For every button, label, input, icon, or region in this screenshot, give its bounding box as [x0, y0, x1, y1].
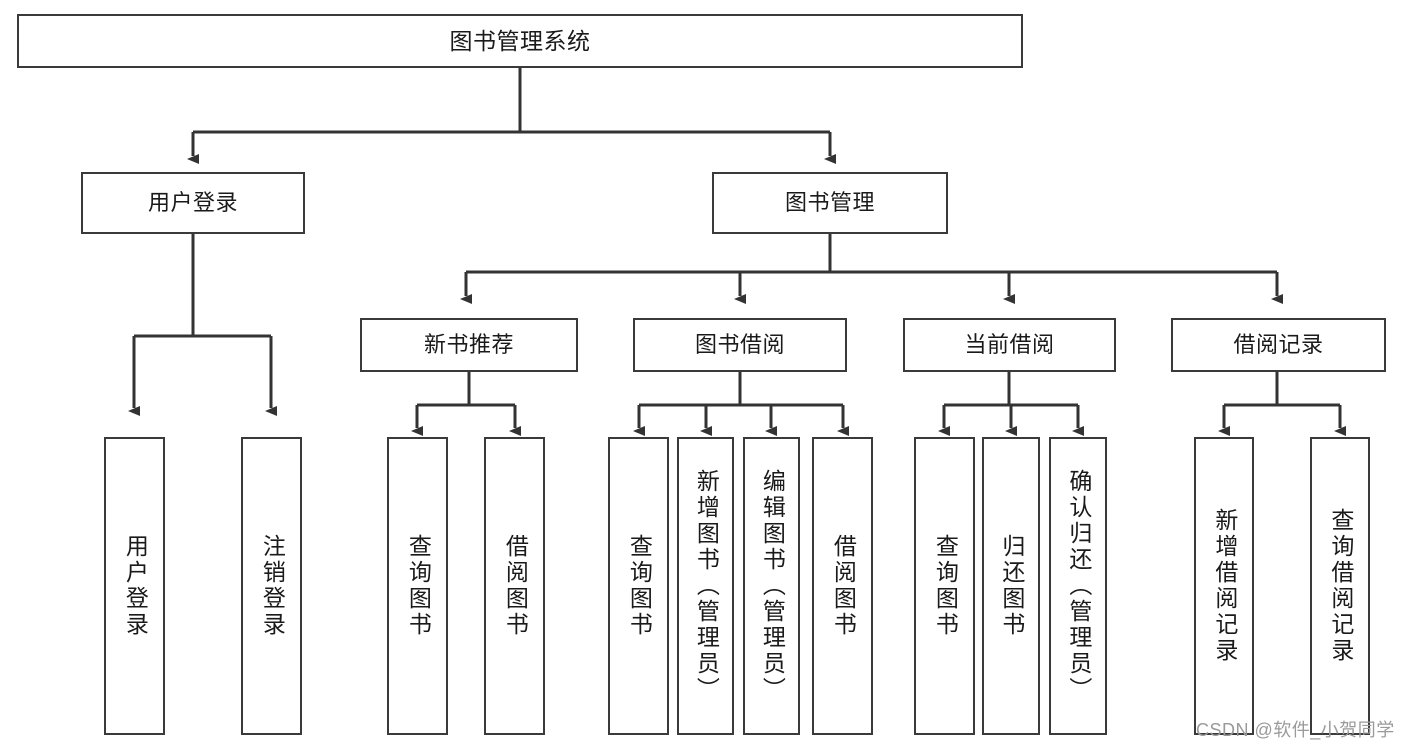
- leaf-logout[interactable]: 注销登录: [241, 437, 302, 735]
- node-label: 借阅图书: [830, 534, 857, 638]
- node-book-management[interactable]: 图书管理: [712, 172, 948, 234]
- node-label: 图书借阅: [694, 332, 785, 358]
- node-user-login[interactable]: 用户登录: [81, 172, 305, 234]
- node-label: 新书推荐: [423, 332, 514, 358]
- node-current-borrow[interactable]: 当前借阅: [903, 318, 1116, 372]
- node-label: 确认归还（管理员）: [1065, 469, 1092, 703]
- node-label: 查询图书: [932, 534, 959, 638]
- node-root-system[interactable]: 图书管理系统: [17, 14, 1023, 68]
- node-label: 用户登录: [147, 190, 238, 216]
- node-book-borrow[interactable]: 图书借阅: [633, 318, 847, 372]
- leaf-add-borrow-record[interactable]: 新增借阅记录: [1194, 437, 1254, 735]
- node-label: 当前借阅: [964, 332, 1055, 358]
- leaf-borrow-book-recommend[interactable]: 借阅图书: [484, 437, 545, 735]
- node-label: 用户登录: [122, 534, 149, 638]
- leaf-add-book-admin[interactable]: 新增图书（管理员）: [677, 437, 734, 735]
- node-label: 编辑图书（管理员）: [759, 469, 786, 703]
- node-label: 归还图书: [998, 534, 1025, 638]
- node-label: 注销登录: [259, 534, 286, 638]
- node-new-book-recommend[interactable]: 新书推荐: [360, 318, 578, 372]
- node-label: 新增借阅记录: [1211, 508, 1238, 664]
- leaf-edit-book-admin[interactable]: 编辑图书（管理员）: [743, 437, 800, 735]
- watermark-csdn: CSDN @软件_小贺同学: [1196, 720, 1395, 740]
- leaf-confirm-return-admin[interactable]: 确认归还（管理员）: [1049, 437, 1107, 735]
- node-label: 查询借阅记录: [1327, 508, 1354, 664]
- node-label: 图书管理系统: [449, 27, 591, 54]
- node-label: 查询图书: [405, 534, 432, 638]
- leaf-query-book-recommend[interactable]: 查询图书: [387, 437, 448, 735]
- node-borrow-record[interactable]: 借阅记录: [1171, 318, 1386, 372]
- leaf-return-book[interactable]: 归还图书: [982, 437, 1040, 735]
- node-label: 借阅图书: [502, 534, 529, 638]
- node-label: 图书管理: [784, 190, 875, 216]
- leaf-user-login[interactable]: 用户登录: [104, 437, 165, 735]
- leaf-query-borrow-record[interactable]: 查询借阅记录: [1310, 437, 1370, 735]
- node-label: 新增图书（管理员）: [693, 469, 720, 703]
- node-label: 借阅记录: [1233, 332, 1324, 358]
- node-label: 查询图书: [626, 534, 653, 638]
- leaf-query-book-borrow[interactable]: 查询图书: [608, 437, 669, 735]
- leaf-query-book-current[interactable]: 查询图书: [914, 437, 975, 735]
- leaf-borrow-book[interactable]: 借阅图书: [812, 437, 873, 735]
